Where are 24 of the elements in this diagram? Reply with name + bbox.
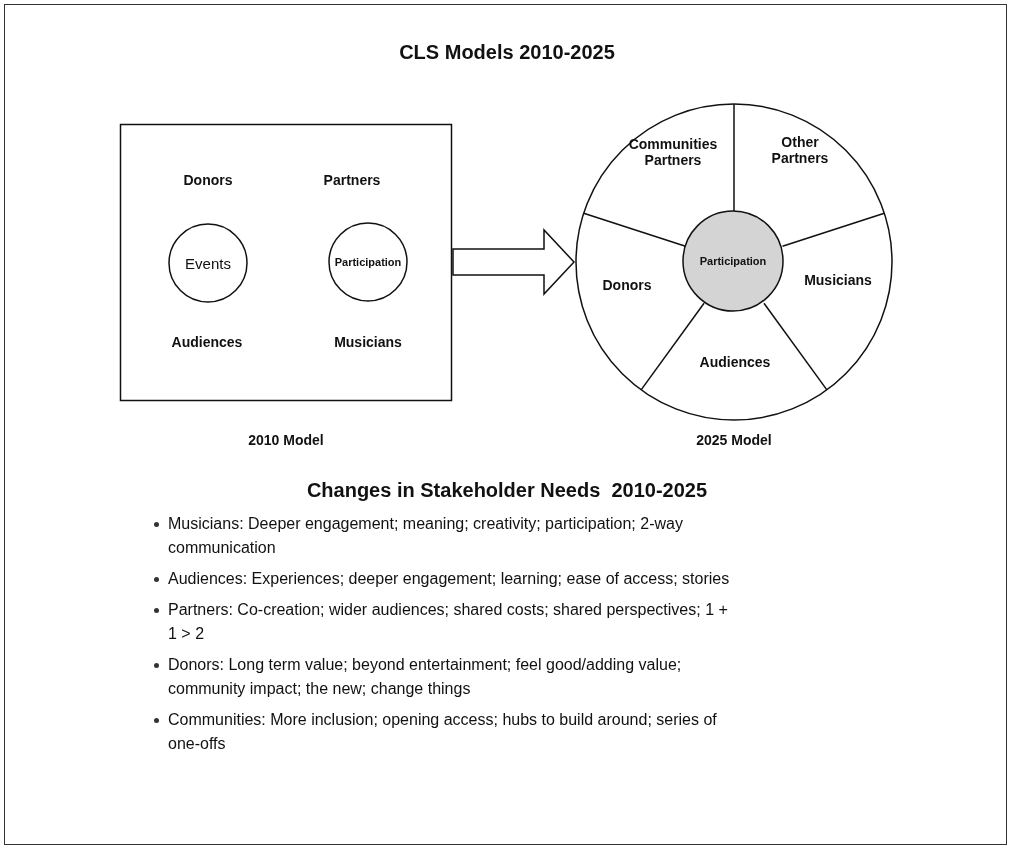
bullet-text: Donors: Long term value; beyond entertainment; feel good/adding value; community impact; the new; change things [168,655,683,699]
bullet-text: Audiences: Experiences; deeper engagement; learning; ease of access; stories [168,569,730,589]
stakeholder-wheel [575,103,893,421]
segment-label: Communities Partners [623,136,723,168]
stakeholder-label: Partners [323,172,381,188]
participation-hub: Participation [682,210,784,312]
segment-label: Musicians [788,272,888,288]
block-arrow [452,228,576,296]
stakeholder-label: Musicians [334,334,402,350]
stakeholder-label: Donors [183,172,233,188]
bullet-text: Partners: Co-creation; wider audiences; shared costs; shared perspectives; 1 + 1 > 2 [168,600,729,644]
model-box [120,124,452,401]
diagram-title: CLS Models 2010-2025 [399,40,615,64]
bullet-text: Musicians: Deeper engagement; meaning; creativity; participation; 2-way communication [168,514,684,558]
segment-label: Audiences [685,354,785,370]
model-caption: 2010 Model [248,432,324,448]
circle-node: Participation [328,222,408,302]
segment-label: Donors [577,277,677,293]
section-heading: Changes in Stakeholder Needs 2010-2025 [306,478,708,502]
stakeholder-label: Audiences [171,334,243,350]
bullet-text: Communities: More inclusion; opening access; hubs to build around; series of one-offs [168,710,718,754]
circle-node: Events [168,223,248,303]
model-caption: 2025 Model [696,432,772,448]
segment-label: Other Partners [765,134,835,166]
